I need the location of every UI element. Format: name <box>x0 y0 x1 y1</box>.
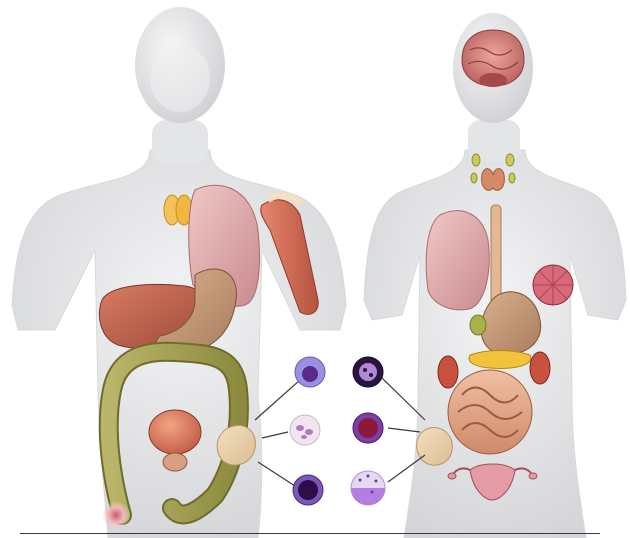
female-lung <box>426 211 489 310</box>
female-small-intestine <box>448 370 532 454</box>
cell-lymphocyte <box>295 357 325 387</box>
female-gallbladder <box>470 315 486 335</box>
male-bladder <box>149 410 201 454</box>
cell-plasma <box>293 475 323 505</box>
female-brain <box>462 30 524 87</box>
female-esophagus <box>491 205 501 305</box>
female-hip-joint <box>417 428 453 466</box>
cell-mast-cell <box>351 471 385 505</box>
female-pancreas <box>469 350 531 368</box>
bottom-rule <box>20 533 600 534</box>
male-skin-lesion <box>102 501 130 529</box>
male-prostate <box>163 453 187 471</box>
cell-erythroblast <box>353 413 383 443</box>
male-thymus <box>164 195 192 225</box>
cell-neutrophil <box>290 415 320 445</box>
male-hip-joint <box>217 425 255 465</box>
female-breast <box>533 265 573 305</box>
connector-lines <box>255 378 425 486</box>
cell-megakaryoblast <box>353 357 383 387</box>
